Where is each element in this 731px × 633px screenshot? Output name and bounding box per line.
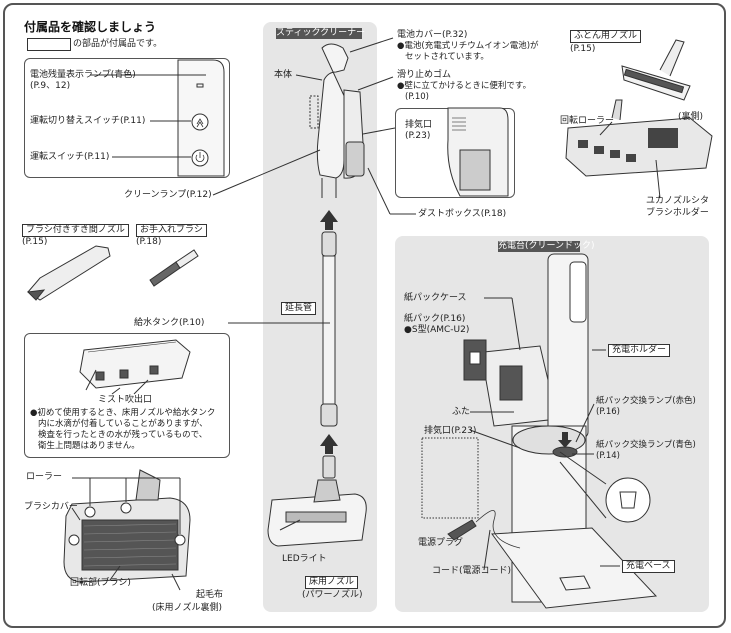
mist-label: ミスト吹出口 — [98, 395, 153, 405]
battery-note-2: セットされています。 — [405, 52, 489, 62]
gap-nozzle-ref: (P.15) — [22, 237, 48, 247]
roller-label: ローラー — [26, 472, 63, 482]
bag-case-label: 紙パックケース — [404, 293, 467, 303]
lamp-red-label: 紙パック交換ランプ(赤色) — [596, 396, 696, 406]
power-switch-label: 運転スイッチ(P.11) — [30, 152, 110, 162]
bag-type-label: ●S型(AMC-U2) — [404, 325, 470, 335]
rotating-brush-label: 回転部(ブラシ) — [70, 578, 131, 588]
floor-nozzle-label: 床用ノズル — [305, 576, 359, 589]
antislip-note-2: (P.10) — [405, 92, 429, 102]
bag-label: 紙パック(P.16) — [404, 314, 466, 324]
charge-base-label: 充電ベース — [622, 560, 675, 573]
mode-switch-label: 運転切り替えスイッチ(P.11) — [30, 116, 146, 126]
clean-lamp-label: クリーンランプ(P.12) — [124, 190, 212, 200]
lamp-blue-ref: (P.14) — [596, 451, 620, 461]
page-title: 付属品を確認しましょう — [24, 20, 157, 34]
tank-label: 給水タンク(P.10) — [134, 318, 205, 328]
exhaust-label: 排気口 — [405, 120, 433, 130]
tank-note-4: 衛生上問題はありません。 — [38, 441, 140, 451]
charge-holder-label: 充電ホルダー — [608, 344, 671, 357]
legend-text: の部品が付属品です。 — [73, 39, 163, 49]
page-frame — [3, 3, 726, 628]
holder-label-2: ブラシホルダー — [646, 208, 709, 218]
battery-lamp-ref: (P.9、12) — [30, 81, 71, 91]
power-nozzle-label: (パワーノズル) — [302, 590, 363, 600]
battery-note-1: ●電池(充電式リチウムイオン電池)が — [397, 41, 539, 51]
gap-nozzle-label: ブラシ付きすき間ノズル — [22, 224, 129, 237]
felt-note: (床用ノズル裏側) — [152, 603, 223, 613]
tank-note-1: ●初めて使用するとき、床用ノズルや給水タンク — [30, 408, 216, 418]
brush-cover-label: ブラシカバー — [24, 502, 78, 512]
stick-header: スティッククリーナー — [276, 28, 366, 39]
dust-box-label: ダストボックス(P.18) — [418, 209, 507, 219]
exhaust-ref: (P.23) — [405, 131, 431, 141]
futon-nozzle-label: ふとん用ノズル — [570, 30, 642, 43]
antislip-label: 滑り止めゴム — [397, 70, 452, 80]
back-side-label: (裏側) — [678, 112, 704, 122]
extension-label: 延長管 — [281, 302, 317, 315]
body-label: 本体 — [274, 70, 293, 80]
led-label: LEDライト — [282, 554, 327, 564]
lamp-blue-label: 紙パック交換ランプ(青色) — [596, 440, 696, 450]
legend-box — [27, 38, 71, 51]
dock-exhaust-label: 排気口(P.23) — [424, 426, 477, 436]
rotary-roller-label: 回転ローラー — [560, 116, 615, 126]
battery-lamp-label: 電池残量表示ランプ(青色) — [30, 70, 136, 80]
care-brush-ref: (P.18) — [136, 237, 162, 247]
dock-header: 充電台(クリーンドック) — [498, 241, 595, 252]
battery-cover-label: 電池カバー(P.32) — [397, 30, 468, 40]
plug-label: 電源プラグ — [418, 538, 464, 548]
lamp-red-ref: (P.16) — [596, 407, 620, 417]
felt-label: 起毛布 — [196, 590, 224, 600]
cord-label: コード(電源コード) — [432, 566, 512, 576]
tank-note-2: 内に水滴が付着していることがありますが、 — [38, 419, 208, 429]
tank-note-3: 検査を行ったときの水が残っているもので、 — [38, 430, 208, 440]
lid-label: ふた — [452, 407, 471, 417]
care-brush-label: お手入れブラシ — [136, 224, 207, 237]
antislip-note-1: ●壁に立てかけるときに便利です。 — [397, 81, 532, 91]
holder-label-1: ユカノズルシタ — [646, 196, 710, 206]
futon-ref: (P.15) — [570, 44, 596, 54]
